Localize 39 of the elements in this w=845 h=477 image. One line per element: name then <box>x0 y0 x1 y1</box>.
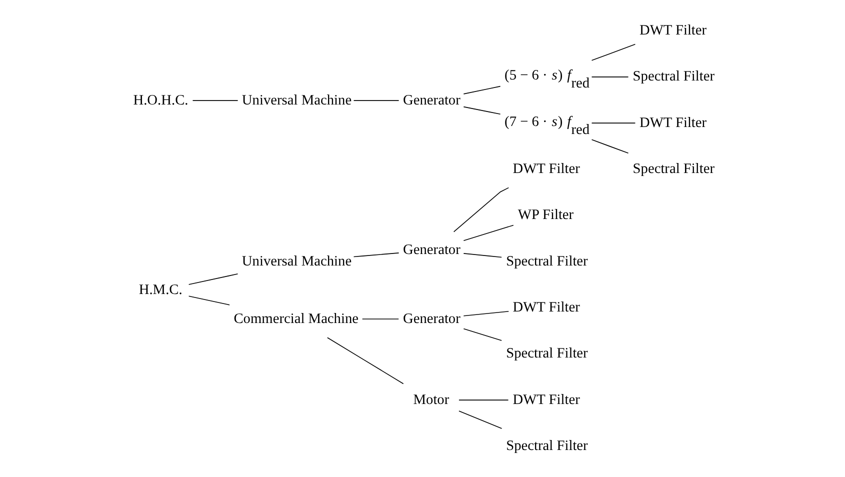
node-text: Spectral Filter <box>506 253 588 270</box>
connector <box>590 139 628 154</box>
node-text: Motor <box>412 392 449 408</box>
connector <box>462 224 514 241</box>
connector <box>462 328 502 341</box>
connector <box>462 86 500 94</box>
connector <box>188 296 230 306</box>
node-text: H.O.H.C. <box>132 92 188 108</box>
connector <box>458 410 502 429</box>
node-text: DWT Filter <box>638 22 706 39</box>
connector <box>188 274 238 285</box>
connector <box>361 318 399 320</box>
node-text: DWT Filter <box>512 161 580 178</box>
node-text: DWT Filter <box>512 300 580 316</box>
node-text: DWT Filter <box>512 392 580 408</box>
connector <box>326 337 404 384</box>
connector <box>452 187 509 232</box>
connector <box>590 122 636 124</box>
node-text: Spectral Filter <box>632 68 714 85</box>
node-text: Spectral Filter <box>506 346 588 362</box>
connector <box>192 100 238 101</box>
node-text: Generator <box>402 310 460 327</box>
node-text: Generator <box>402 242 460 258</box>
node-text: Spectral Filter <box>632 161 714 178</box>
node-text: H.M.C. <box>138 282 182 298</box>
connector <box>590 44 636 61</box>
node-text: Universal Machine <box>241 92 352 108</box>
connector <box>462 106 500 115</box>
connector <box>590 76 628 78</box>
node-text: Generator <box>402 92 460 108</box>
node-text: Commercial Machine <box>233 310 358 327</box>
node-text: Spectral Filter <box>506 438 588 454</box>
connector <box>462 310 509 316</box>
connector <box>352 100 399 101</box>
connector <box>462 253 502 258</box>
connector <box>352 252 399 258</box>
node-text: Universal Machine <box>241 253 352 270</box>
node-text: DWT Filter <box>638 114 706 131</box>
node-text: WP Filter <box>517 207 574 224</box>
